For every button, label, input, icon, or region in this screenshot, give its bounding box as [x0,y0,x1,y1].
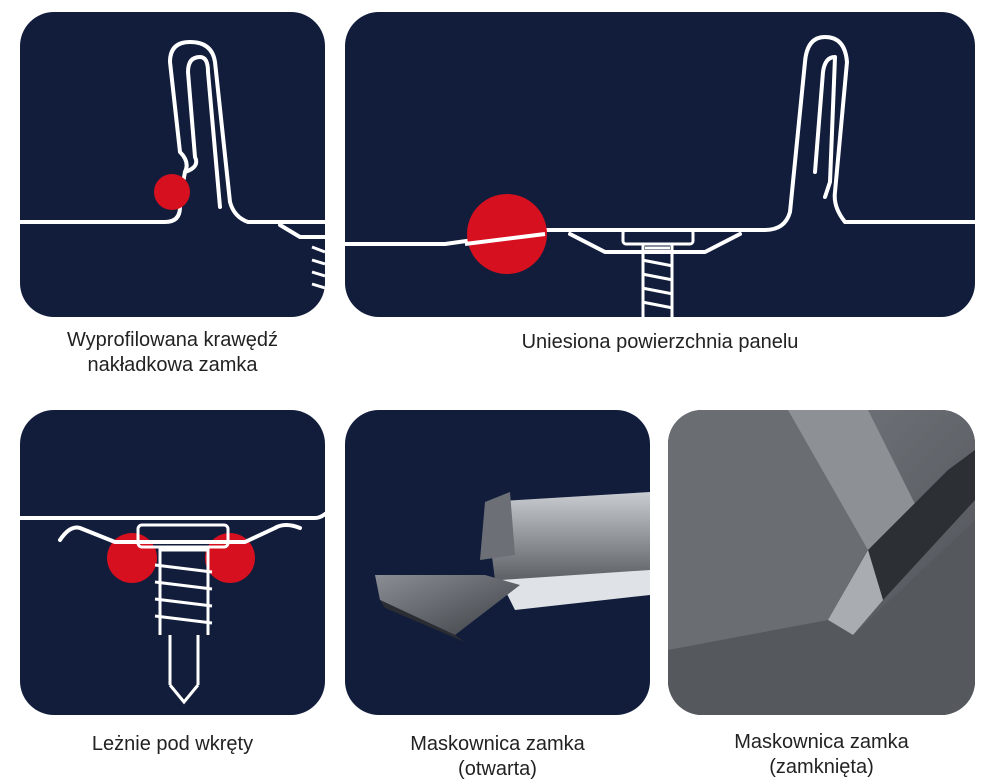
caption-line: Uniesiona powierzchnia panelu [521,331,799,353]
feature-card-lock-cover-closed [668,410,975,715]
caption-profiled-edge: Wyprofilowana krawędź nakładkowa zamka [20,328,325,378]
feature-card-profiled-edge [20,12,325,317]
caption-line: Maskownica zamka [410,733,585,755]
feature-card-raised-surface [345,12,975,317]
lock-cover-open-photo [375,492,650,642]
caption-line: (otwarta) [458,758,537,780]
caption-lock-cover-closed: Maskownica zamka (zamknięta) [668,730,975,780]
caption-line: (zamknięta) [769,756,874,778]
feature-card-screw-bed [20,410,325,715]
screw-seating-illustration [20,512,325,705]
highlight-marker [154,174,190,210]
caption-raised-surface: Uniesiona powierzchnia panelu [345,330,975,355]
caption-line: Maskownica zamka [734,731,909,753]
lock-cover-closed-photo [668,410,975,715]
lock-profile-illustration [20,40,325,290]
caption-line: Leżnie pod wkręty [91,733,254,755]
caption-line: Wyprofilowana krawędź [66,329,278,351]
feature-card-lock-cover-open [345,410,650,715]
panel-cross-section-illustration [345,35,975,317]
caption-lock-cover-open: Maskownica zamka (otwarta) [345,732,650,782]
caption-screw-bed: Leżnie pod wkręty [20,732,325,757]
highlight-marker [467,194,547,274]
caption-line: nakładkowa zamka [87,354,258,376]
